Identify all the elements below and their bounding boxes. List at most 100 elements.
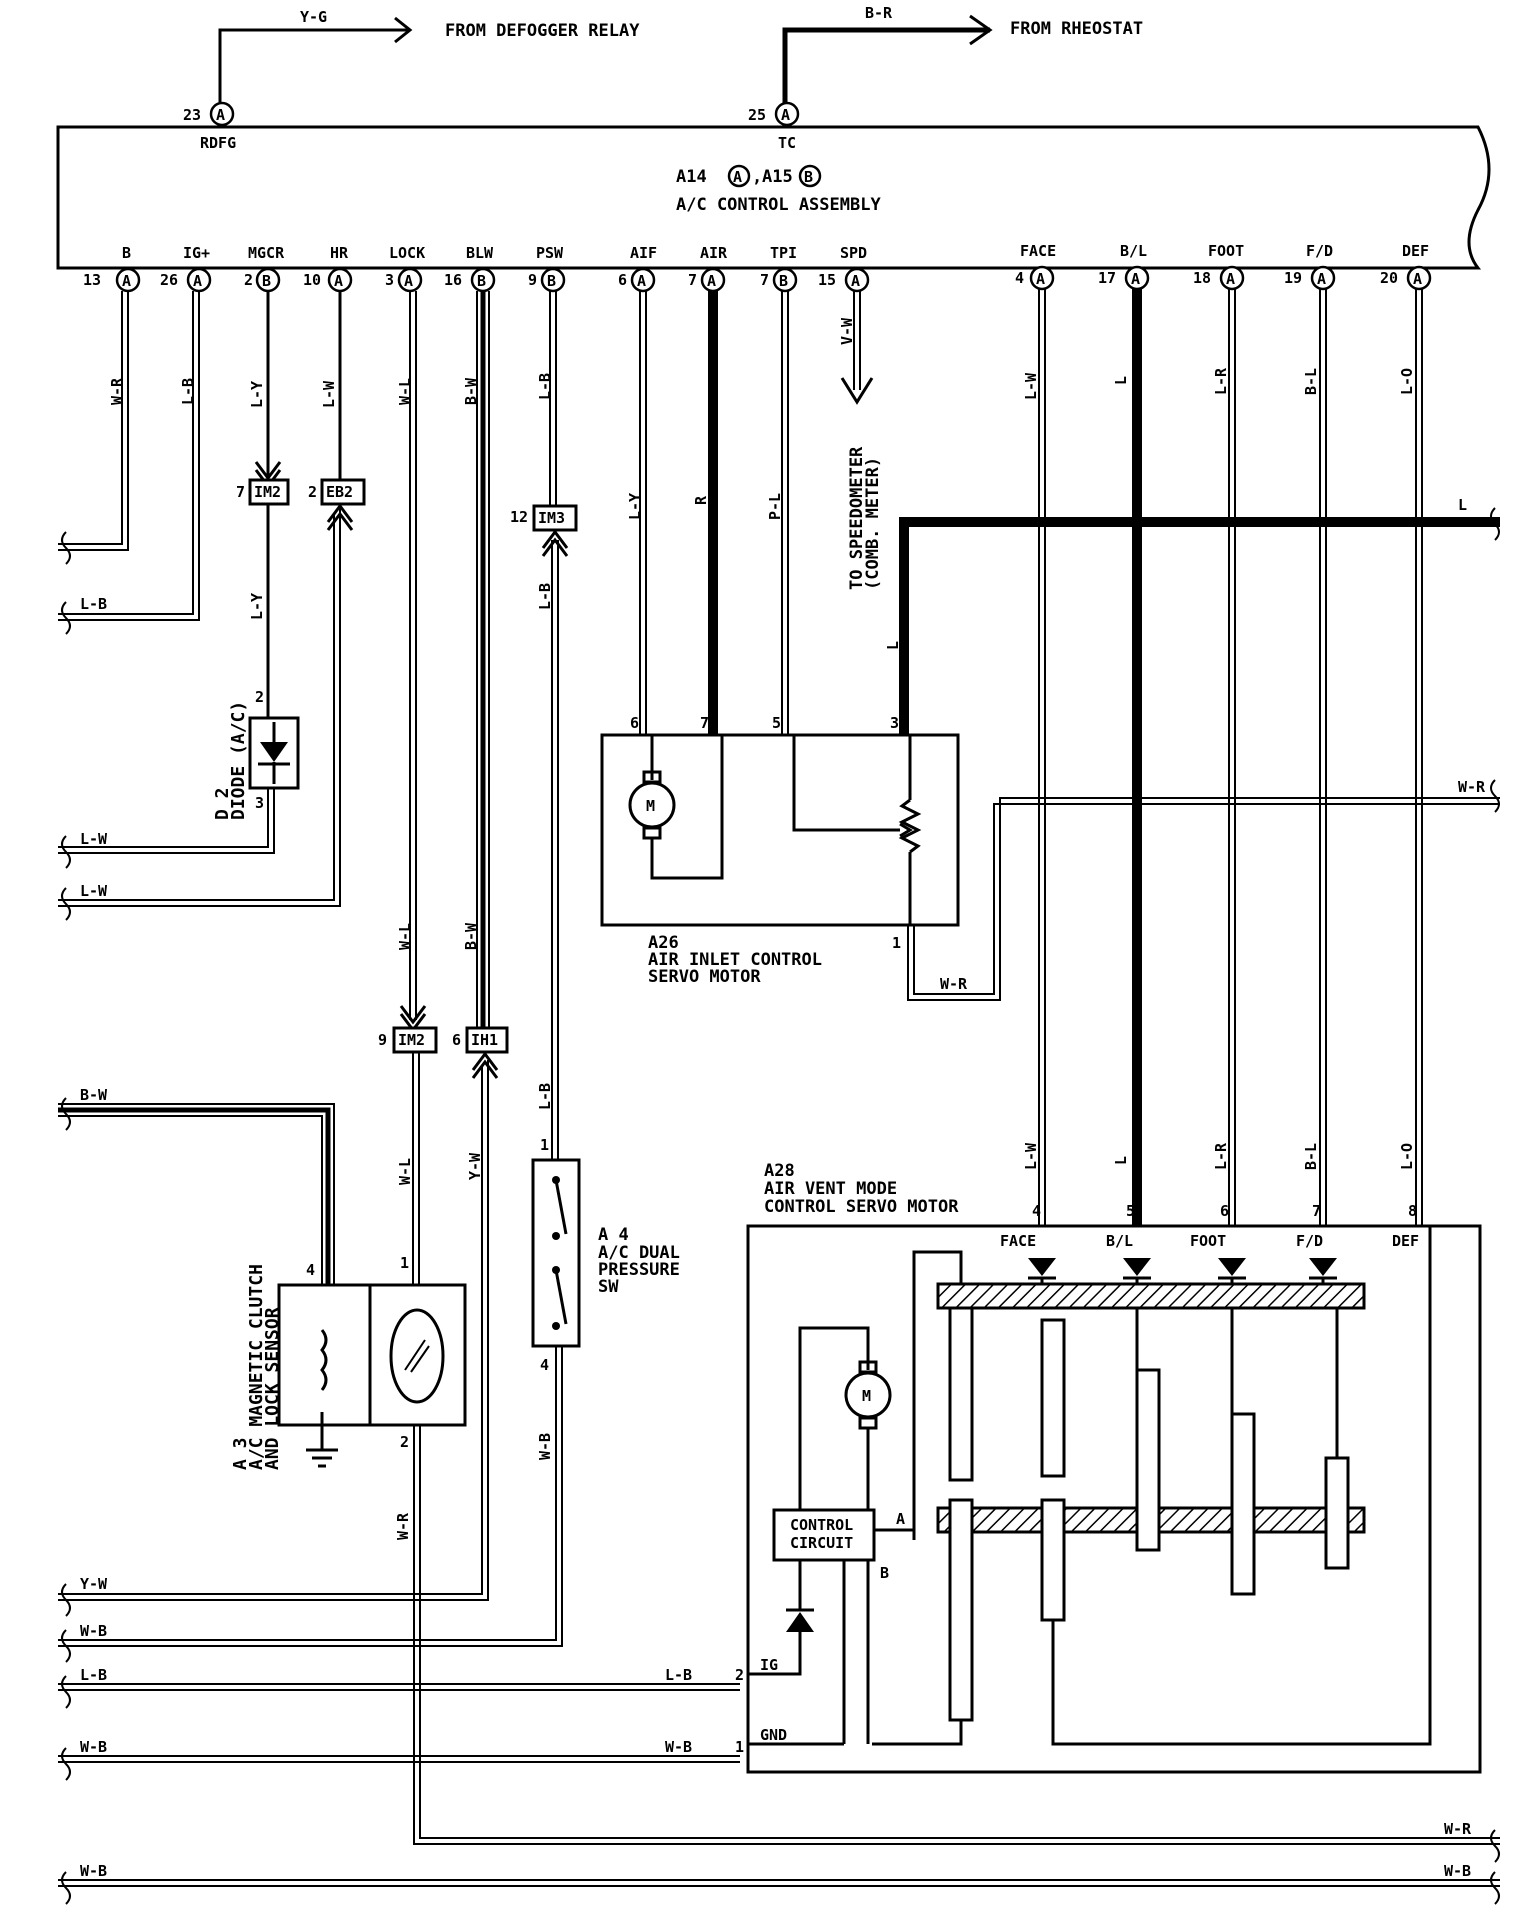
defogger-wire-color: Y-G bbox=[300, 8, 327, 26]
right-wire-wr2: W-R bbox=[1444, 1820, 1472, 1838]
wire-air-color: R bbox=[692, 495, 710, 505]
a3-pin4: 4 bbox=[306, 1261, 315, 1279]
a28-input-wires: L-W L-W L L L-R L-R B-L B-L L-O L-O bbox=[1022, 289, 1423, 1226]
terminal-row: B 13 A IG+ 26 A MGCR 2 B HR 10 A LOCK 3 … bbox=[83, 242, 1432, 293]
term-conn-def: A bbox=[1413, 270, 1422, 288]
assembly-sep: , bbox=[752, 167, 762, 187]
term-conn-mgcr: B bbox=[262, 272, 271, 290]
diode-id: D 2 bbox=[212, 787, 233, 820]
a26-pin7: 7 bbox=[700, 714, 709, 732]
term-name-def: DEF bbox=[1402, 242, 1429, 260]
term-pin-air: 7 bbox=[688, 271, 697, 289]
a28-wire-foot: L-R bbox=[1212, 1142, 1230, 1170]
wire-blw-color2: B-W bbox=[462, 922, 480, 950]
a3-pin2: 2 bbox=[400, 1433, 409, 1451]
wire-hr: L-W 2 EB2 L-W bbox=[58, 291, 366, 907]
wire-psw-color2: L-B bbox=[536, 583, 554, 610]
term-name-blw: BLW bbox=[466, 244, 494, 262]
a28-port-def: DEF bbox=[1392, 1232, 1419, 1250]
ih1-pin: 6 bbox=[452, 1031, 461, 1049]
wire-def-color: L-O bbox=[1398, 368, 1416, 395]
right-wire-l: L bbox=[1458, 496, 1467, 514]
wire-diode-top-color: L-Y bbox=[248, 593, 266, 620]
eb2-pin: 2 bbox=[308, 483, 317, 501]
diode-pin-top: 2 bbox=[255, 688, 264, 706]
a26-pin1: 1 bbox=[892, 934, 901, 952]
term-pin-psw: 9 bbox=[528, 271, 537, 289]
wire-tpi-color: P-L bbox=[766, 493, 784, 520]
diode-name: DIODE (A/C) bbox=[228, 701, 249, 820]
im2a-pin: 7 bbox=[236, 483, 245, 501]
wire-psw-color: L-B bbox=[536, 373, 554, 400]
a28-port-bl: B/L bbox=[1106, 1232, 1133, 1250]
rdfg-pin: 23 bbox=[183, 106, 201, 124]
wire-lock: W-L W-L 9 IM2 W-L bbox=[378, 291, 438, 1285]
diode-d2 bbox=[248, 716, 300, 790]
term-conn-face: A bbox=[1036, 270, 1045, 288]
a28-port-foot: FOOT bbox=[1190, 1232, 1226, 1250]
a28-wire-fd: B-L bbox=[1302, 1143, 1320, 1170]
wire-tpi: P-L bbox=[766, 291, 789, 735]
wire-b-color: W-R bbox=[108, 377, 126, 405]
im2b-label: IM2 bbox=[398, 1031, 425, 1049]
im2b-connector bbox=[392, 1026, 438, 1054]
term-name-spd: SPD bbox=[840, 244, 867, 262]
a28-ig: IG bbox=[760, 1656, 778, 1674]
a26-wire-out: W-R bbox=[940, 975, 968, 993]
a3-name2: AND LOCK SENSOR bbox=[262, 1307, 283, 1470]
a28-port-face: FACE bbox=[1000, 1232, 1036, 1250]
a3-pin1: 1 bbox=[400, 1254, 409, 1272]
a26-pin3: 3 bbox=[890, 714, 899, 732]
a28-wire-bl: L bbox=[1112, 1156, 1130, 1165]
a28-name2: CONTROL SERVO MOTOR bbox=[764, 1197, 959, 1217]
rheostat-wire-color: B-R bbox=[865, 4, 893, 22]
wire-ig-color: L-B bbox=[179, 378, 197, 405]
a28-wire-def: L-O bbox=[1398, 1143, 1416, 1170]
term-conn-hr: A bbox=[334, 272, 343, 290]
rheostat-label: FROM RHEOSTAT bbox=[1010, 19, 1143, 39]
term-conn-blw: B bbox=[477, 272, 486, 290]
term-name-face: FACE bbox=[1020, 242, 1056, 260]
rdfg-conn: A bbox=[216, 106, 225, 124]
a28-gnd-wire: W-B bbox=[665, 1738, 692, 1756]
speedometer-label: TO SPEEDOMETER bbox=[847, 446, 867, 590]
term-pin-aif: 6 bbox=[618, 271, 627, 289]
term-name-foot: FOOT bbox=[1208, 242, 1244, 260]
term-name-air: AIR bbox=[700, 244, 728, 262]
im2a-label: IM2 bbox=[254, 483, 281, 501]
term-name-psw: PSW bbox=[536, 244, 564, 262]
left-wire-wb2: W-B bbox=[80, 1738, 107, 1756]
wire-breaks-right bbox=[1490, 1829, 1500, 1905]
a28-gnd: GND bbox=[760, 1726, 787, 1744]
a28-air-vent-servo: A28 AIR VENT MODE CONTROL SERVO MOTOR 4 … bbox=[735, 1161, 1482, 1774]
term-pin-hr: 10 bbox=[303, 271, 321, 289]
term-name-fd: F/D bbox=[1306, 242, 1333, 260]
tc-name: TC bbox=[778, 134, 796, 152]
left-wire-bw: B-W bbox=[80, 1086, 108, 1104]
term-pin-b: 13 bbox=[83, 271, 101, 289]
term-conn-aif: A bbox=[637, 272, 646, 290]
a3-magnetic-clutch: 4 1 2 A 3 A/C MAGNETIC CLUTCH AND LOCK S… bbox=[230, 1254, 1500, 1845]
wire-ig: L-B L-B bbox=[58, 291, 200, 621]
term-conn-bl: A bbox=[1131, 270, 1140, 288]
a26-motor: M bbox=[646, 797, 655, 815]
term-pin-spd: 15 bbox=[818, 271, 836, 289]
ih1-connector bbox=[465, 1026, 509, 1054]
term-name-bl: B/L bbox=[1120, 242, 1147, 260]
a4-id: A 4 bbox=[598, 1225, 629, 1245]
wire-hr-color: L-W bbox=[320, 380, 338, 408]
left-wire-wb1: W-B bbox=[80, 1622, 107, 1640]
wire-aif: L-Y bbox=[626, 291, 647, 735]
wire-a4-in-color: L-B bbox=[536, 1083, 554, 1110]
a26-name1: AIR INLET CONTROL bbox=[648, 950, 822, 970]
term-conn-spd: A bbox=[851, 272, 860, 290]
a28-gnd-pin: 1 bbox=[735, 1738, 744, 1756]
term-pin-lock: 3 bbox=[385, 271, 394, 289]
wire-face-color: L-W bbox=[1022, 372, 1040, 400]
diode-pin-bot: 3 bbox=[255, 794, 264, 812]
rdfg-terminal: 23 A RDFG bbox=[183, 101, 236, 152]
a28-pin7: 7 bbox=[1312, 1202, 1321, 1220]
wire-blw: B-W B-W 6 IH1 Y-W Y-W bbox=[58, 291, 509, 1601]
wire-spd-color: V-W bbox=[838, 317, 856, 345]
